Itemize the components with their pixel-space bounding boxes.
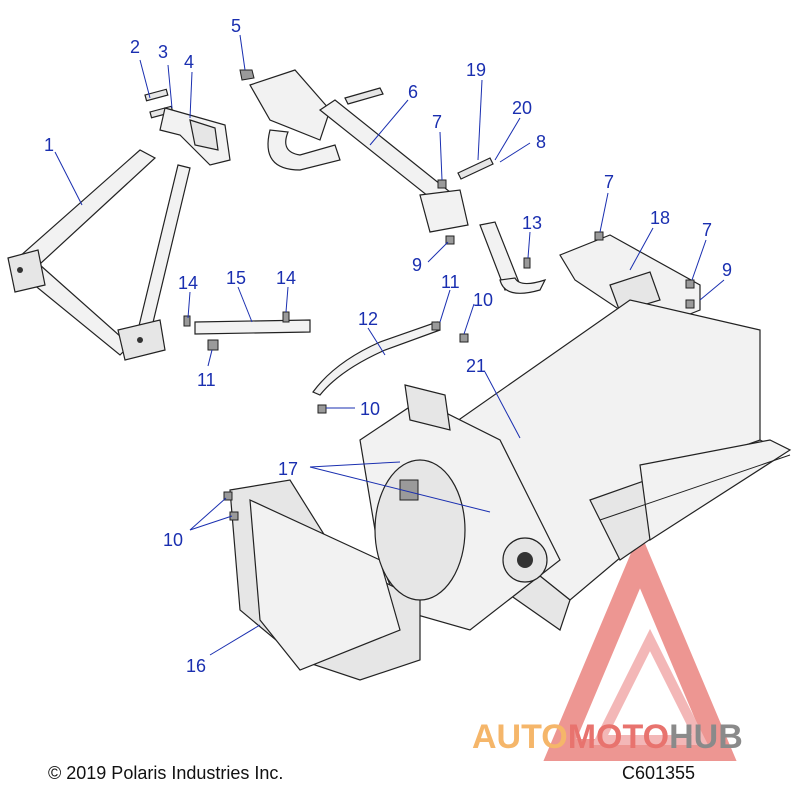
callout-18: 18 (650, 208, 670, 228)
callout-4: 4 (184, 52, 194, 72)
callout-10c: 10 (163, 530, 183, 550)
callout-9b: 9 (722, 260, 732, 280)
callout-20: 20 (512, 98, 532, 118)
callout-10a: 10 (473, 290, 493, 310)
callout-7c: 7 (702, 220, 712, 240)
callout-19: 19 (466, 60, 486, 80)
callout-labels: 1 2 3 4 5 6 7 19 20 8 9 13 7 18 7 9 11 1… (44, 16, 732, 676)
callout-6: 6 (408, 82, 418, 102)
part-front-strut-frame (7, 149, 191, 361)
callout-11a: 11 (441, 272, 460, 292)
callout-15: 15 (226, 268, 246, 288)
callout-9a: 9 (412, 255, 422, 275)
callout-3: 3 (158, 42, 168, 62)
part-bolt-19-20 (344, 87, 494, 180)
callout-16: 16 (186, 656, 206, 676)
callout-21: 21 (466, 356, 486, 376)
part-front-bulkhead (229, 384, 561, 681)
callout-7b: 7 (604, 172, 614, 192)
watermark-triangle-logo (543, 531, 737, 761)
part-brace-12 (312, 321, 441, 396)
leader-lines (54, 34, 725, 656)
callout-14b: 14 (276, 268, 296, 288)
copyright-text: © 2019 Polaris Industries Inc. (48, 763, 284, 783)
part-tie-rod-15 (194, 319, 311, 351)
part-bracket-assembly (144, 88, 231, 166)
watermark-brand-logo: AUTOMOTOHUB (472, 718, 743, 757)
callout-5: 5 (231, 16, 241, 36)
brand-hub: HUB (669, 718, 743, 756)
brand-moto: MOTO (567, 718, 670, 756)
part-upper-frame (249, 69, 547, 294)
fastener-markers (183, 179, 695, 521)
callout-11b: 11 (197, 370, 216, 390)
diagram-code: C601355 (622, 763, 696, 783)
part-mount-plate-18 (559, 234, 701, 331)
callout-1: 1 (44, 135, 54, 155)
callout-12: 12 (358, 309, 378, 329)
callout-10b: 10 (360, 399, 380, 419)
callout-8: 8 (536, 132, 546, 152)
part-nut-5 (239, 69, 255, 81)
callout-17: 17 (278, 459, 298, 479)
callout-13: 13 (522, 213, 542, 233)
callout-14a: 14 (178, 273, 198, 293)
callout-2: 2 (130, 37, 140, 57)
brand-auto: AUTO (472, 718, 568, 756)
callout-7a: 7 (432, 112, 442, 132)
